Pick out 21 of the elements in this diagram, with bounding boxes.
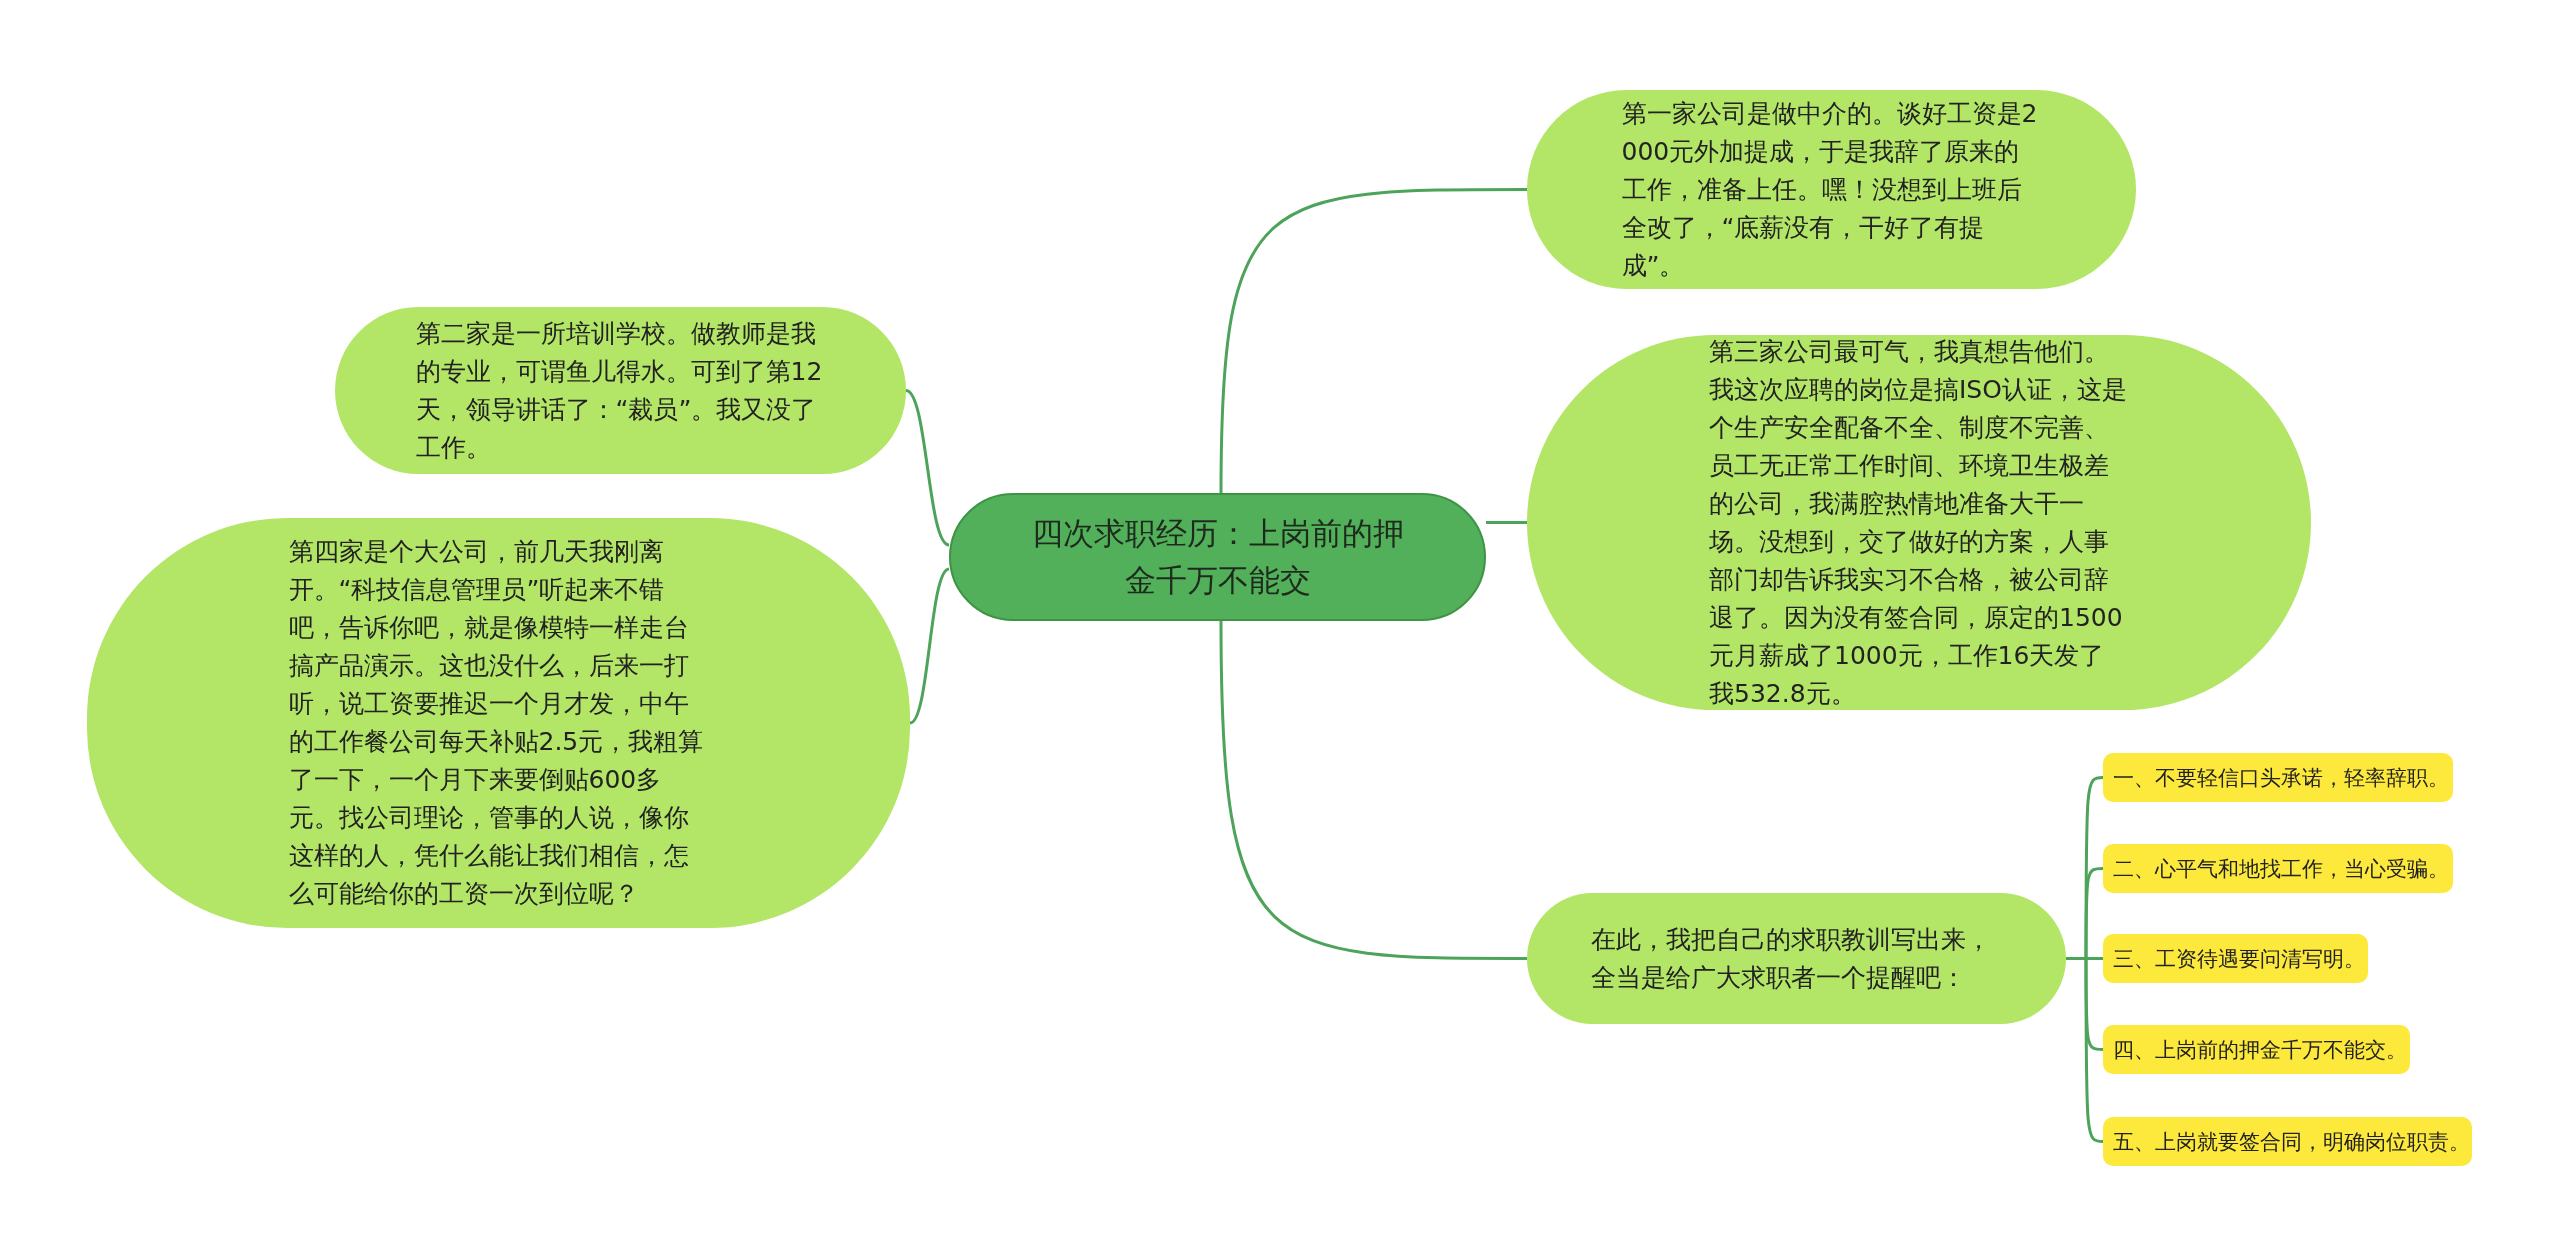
connector-line: [1486, 521, 1527, 524]
topic-text: 三、工资待遇要问清写明。: [2113, 945, 2365, 973]
topic-text: 一、不要轻信口头承诺，轻率辞职。: [2113, 764, 2449, 792]
tip-box: [2103, 934, 2368, 983]
topic-text: 二、心平气和地找工作，当心受骗。: [2113, 855, 2449, 883]
topic-text: 五、上岗就要签合同，明确岗位职责。: [2113, 1128, 2470, 1156]
tip-box: [2103, 844, 2453, 893]
tip-box: [2103, 753, 2453, 802]
topic-text: 第四家是个大公司，前几天我刚离开。“科技信息管理员”听起来不错吧，告诉你吧，就是像模特一样走台搞产品演示。这也没什么，后来一打听，说工资要推迟一个月才发，中午的工作餐公司每天补贴2.5元，我粗算了一下，一个月下来要倒贴600多元。找公司理论，管事的人说，像你这样的人，凭什么能让我们相信，怎么可能给你的工资一次到位呢？: [288, 536, 705, 910]
tip-box: [2103, 1117, 2472, 1166]
tip-box: [2103, 1025, 2410, 1074]
topic-text: 第一家公司是做中介的。谈好工资是2000元外加提成，于是我辞了原来的工作，准备上任。嘿！没想到上班后全改了，“底薪没有，干好了有提成”。: [1621, 97, 2039, 282]
topic-text: 在此，我把自己的求职教训写出来，全当是给广大求职者一个提醒吧：: [1590, 923, 1992, 994]
topic-title: 四次求职经历：上岗前的押金千万不能交: [1030, 514, 1405, 600]
topic-text: 四、上岗前的押金千万不能交。: [2113, 1036, 2407, 1064]
connector-line: [1219, 188, 1527, 494]
topic-text: 第二家是一所培训学校。做教师是我的专业，可谓鱼儿得水。可到了第12天，领导讲话了：“裁员”。我又没了工作。: [415, 317, 824, 464]
connector-line: [905, 389, 950, 547]
topic-text: 第三家公司最可气，我真想告他们。我这次应聘的岗位是搞ISO认证，这是个生产安全配备不全、制度不完善、员工无正常工作时间、环境卫生极差的公司，我满腔热情地准备大干一场。没想到，交了做好的方案，人事部门却告诉我实习不合格，被公司辞退了。因为没有签合同，原定的1500元月薪成了1000元，工作16天发了我532.8元。: [1709, 335, 2128, 710]
connector-line: [1219, 621, 1527, 960]
connector-line: [909, 567, 950, 725]
